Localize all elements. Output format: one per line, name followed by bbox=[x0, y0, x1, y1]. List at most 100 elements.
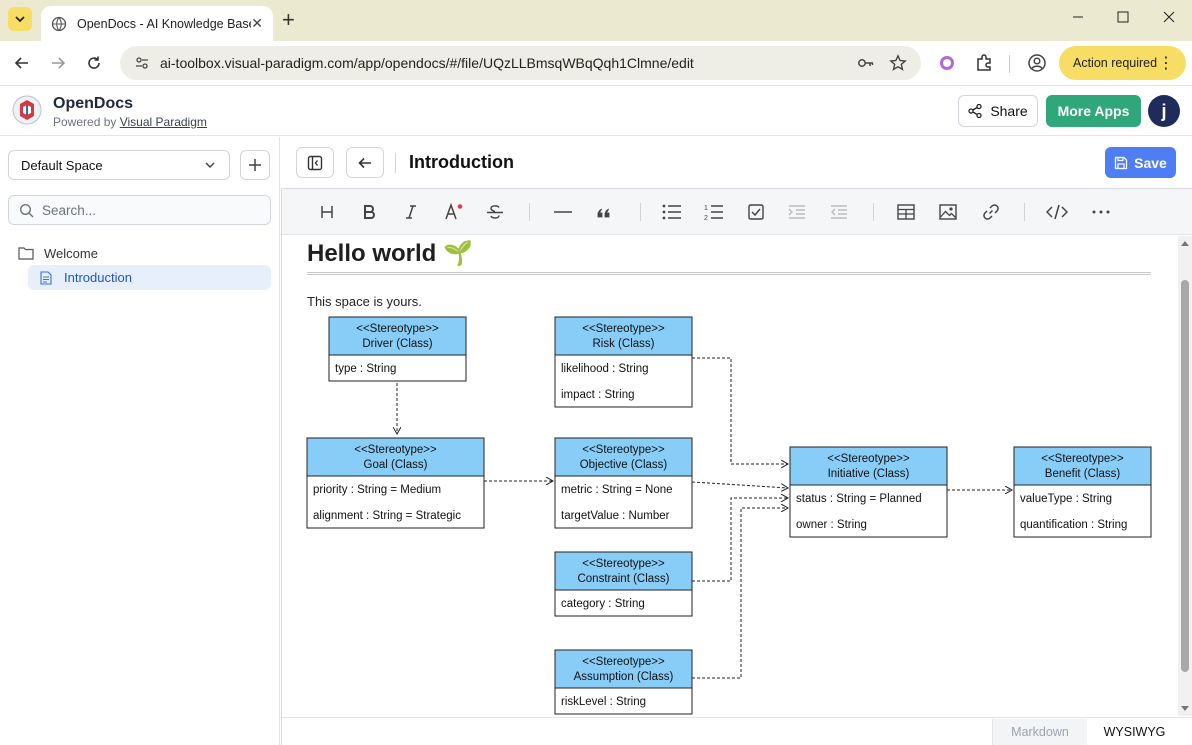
action-required-label: Action required bbox=[1073, 56, 1158, 70]
uml-class-goal[interactable]: <<Stereotype>>Goal (Class)priority : Str… bbox=[306, 437, 485, 529]
class-attribute: priority : String = Medium bbox=[313, 484, 441, 496]
extensions-puzzle-icon[interactable] bbox=[974, 53, 994, 73]
uml-class-driver[interactable]: <<Stereotype>>Driver (Class)type : Strin… bbox=[328, 316, 467, 382]
edge-risk-initiative bbox=[692, 357, 788, 464]
svg-text:1: 1 bbox=[704, 205, 708, 212]
back-icon[interactable] bbox=[12, 53, 32, 73]
address-bar[interactable]: ai-toolbox.visual-paradigm.com/app/opend… bbox=[120, 46, 921, 80]
class-name: Driver (Class) bbox=[362, 338, 432, 350]
user-avatar[interactable]: j bbox=[1148, 95, 1180, 127]
tree-item-welcome[interactable]: Welcome bbox=[18, 243, 268, 263]
uml-class-benefit[interactable]: <<Stereotype>>Benefit (Class)valueType :… bbox=[1013, 446, 1152, 538]
bullet-list-icon[interactable] bbox=[660, 201, 684, 223]
uml-class-risk[interactable]: <<Stereotype>>Risk (Class)likelihood : S… bbox=[554, 316, 693, 408]
space-select[interactable]: Default Space bbox=[8, 150, 230, 180]
scroll-down-icon[interactable] bbox=[1178, 704, 1192, 714]
class-attribute: owner : String bbox=[796, 519, 867, 531]
table-icon[interactable] bbox=[894, 201, 918, 223]
quote-icon[interactable] bbox=[592, 201, 616, 223]
class-stereotype: <<Stereotype>> bbox=[582, 656, 665, 668]
save-button[interactable]: Save bbox=[1105, 147, 1176, 178]
close-tab-icon[interactable]: ✕ bbox=[251, 15, 263, 31]
class-attribute: targetValue : Number bbox=[561, 510, 670, 522]
scroll-up-icon[interactable] bbox=[1178, 238, 1192, 248]
heading-icon[interactable] bbox=[315, 201, 339, 223]
uml-class-constraint[interactable]: <<Stereotype>>Constraint (Class)category… bbox=[554, 551, 693, 617]
extension-circle-icon[interactable] bbox=[937, 53, 957, 73]
document-title[interactable]: Introduction bbox=[409, 152, 514, 172]
editor-top-bar: Introduction Save bbox=[281, 137, 1192, 187]
maximize-icon[interactable] bbox=[1117, 10, 1129, 26]
search-field[interactable]: Search... bbox=[8, 195, 271, 225]
back-button[interactable] bbox=[346, 147, 384, 178]
heading-rule bbox=[307, 272, 1151, 275]
toolbar-separator bbox=[1024, 203, 1025, 221]
class-name: Initiative (Class) bbox=[828, 468, 910, 480]
tab-title: OpenDocs - AI Knowledge Base bbox=[77, 16, 252, 31]
action-required-button[interactable]: Action required ⋮ bbox=[1059, 46, 1186, 80]
class-name: Constraint (Class) bbox=[577, 573, 669, 585]
link-icon[interactable] bbox=[979, 201, 1003, 223]
tree-item-introduction[interactable]: Introduction bbox=[28, 265, 271, 290]
edge-objective-initiative bbox=[691, 481, 788, 488]
tab-wysiwyg[interactable]: WYSIWYG bbox=[1103, 725, 1166, 739]
tab-search-button[interactable] bbox=[8, 7, 32, 31]
class-header bbox=[554, 316, 693, 356]
editor-content[interactable]: Hello world 🌱 This space is yours. <<Ste… bbox=[282, 236, 1178, 716]
profile-icon[interactable] bbox=[1027, 53, 1047, 73]
class-attribute: category : String bbox=[561, 598, 645, 610]
forward-icon[interactable] bbox=[48, 53, 68, 73]
horizontal-rule-icon[interactable] bbox=[551, 201, 575, 223]
share-button[interactable]: Share bbox=[958, 95, 1038, 127]
powered-by-prefix: Powered by bbox=[53, 115, 117, 129]
close-window-icon[interactable] bbox=[1163, 10, 1175, 26]
chevron-down-icon bbox=[205, 162, 215, 169]
visual-paradigm-link[interactable]: Visual Paradigm bbox=[119, 115, 207, 129]
minimize-icon[interactable] bbox=[1072, 10, 1084, 26]
tab-markdown[interactable]: Markdown bbox=[992, 719, 1087, 745]
site-info-icon[interactable] bbox=[134, 55, 150, 71]
strikethrough-icon[interactable] bbox=[483, 201, 507, 223]
italic-icon[interactable] bbox=[399, 201, 423, 223]
text-color-icon[interactable] bbox=[442, 201, 466, 223]
password-key-icon[interactable] bbox=[857, 54, 875, 72]
uml-class-assumption[interactable]: <<Stereotype>>Assumption (Class)riskLeve… bbox=[554, 649, 693, 715]
class-header bbox=[328, 316, 467, 356]
search-icon bbox=[19, 203, 34, 217]
share-label: Share bbox=[990, 103, 1028, 119]
uml-class-initiative[interactable]: <<Stereotype>>Initiative (Class)status :… bbox=[789, 446, 948, 538]
class-stereotype: <<Stereotype>> bbox=[582, 323, 665, 335]
browser-tab-bar: OpenDocs - AI Knowledge Base ✕ + bbox=[0, 0, 1192, 41]
class-attribute: impact : String bbox=[561, 389, 635, 401]
new-tab-button[interactable]: + bbox=[282, 7, 295, 32]
title-divider bbox=[395, 153, 396, 173]
task-list-icon[interactable] bbox=[744, 201, 768, 223]
vertical-scrollbar[interactable] bbox=[1178, 236, 1192, 716]
uml-class-objective[interactable]: <<Stereotype>>Objective (Class)metric : … bbox=[554, 437, 693, 529]
sidebar-collapse-icon bbox=[307, 155, 323, 170]
reload-icon[interactable] bbox=[84, 53, 104, 73]
paragraph: This space is yours. bbox=[307, 294, 422, 309]
browser-toolbar: ai-toolbox.visual-paradigm.com/app/opend… bbox=[0, 41, 1192, 86]
class-header bbox=[554, 437, 693, 477]
image-icon[interactable] bbox=[936, 201, 960, 223]
bold-icon[interactable] bbox=[357, 201, 381, 223]
browser-tab-active[interactable]: OpenDocs - AI Knowledge Base ✕ bbox=[41, 6, 273, 41]
scrollbar-thumb[interactable] bbox=[1181, 280, 1189, 672]
class-name: Objective (Class) bbox=[580, 459, 668, 471]
more-apps-button[interactable]: More Apps bbox=[1046, 95, 1141, 127]
more-horizontal-icon[interactable] bbox=[1089, 201, 1113, 223]
app-name: OpenDocs bbox=[53, 95, 134, 112]
code-icon[interactable] bbox=[1045, 201, 1069, 223]
opendocs-logo-icon bbox=[12, 95, 42, 125]
add-space-button[interactable] bbox=[240, 150, 270, 180]
toggle-sidebar-button[interactable] bbox=[296, 147, 334, 178]
bookmark-star-icon[interactable] bbox=[889, 54, 907, 72]
sidebar: Default Space Search... Welcome Introduc… bbox=[0, 137, 280, 745]
uml-class-diagram[interactable]: <<Stereotype>>Driver (Class)type : Strin… bbox=[282, 236, 1178, 716]
tree-item-label: Welcome bbox=[44, 245, 98, 261]
save-icon bbox=[1114, 156, 1128, 169]
class-stereotype: <<Stereotype>> bbox=[1041, 453, 1124, 465]
